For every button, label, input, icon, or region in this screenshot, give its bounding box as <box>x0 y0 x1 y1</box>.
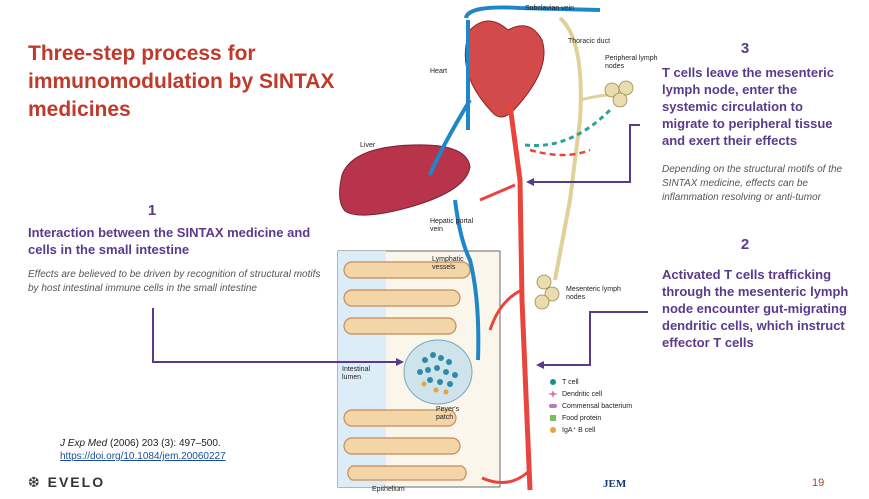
step-1-description: Effects are believed to be driven by rec… <box>28 269 321 294</box>
step-3-heading: T cells leave the mesenteric lymph node,… <box>662 65 834 148</box>
step-1-heading: Interaction between the SINTAX medicine … <box>28 225 311 257</box>
callout-step-1 <box>152 308 400 363</box>
peyers-patch-cells <box>417 352 458 387</box>
step-3-number: 3 <box>740 40 750 57</box>
label-lymphatic-vessels: Lymphatic vessels <box>432 256 464 271</box>
label-intestinal-lumen: Intestinal lumen <box>342 366 371 381</box>
label-hepatic-portal-vein: Hepatic portal vein <box>430 218 474 233</box>
callout-step-2 <box>540 311 648 366</box>
source-label: JEM <box>603 478 627 490</box>
intestinal-villi <box>343 261 471 481</box>
peyers-patch-shape <box>403 339 473 405</box>
dendritic-cell-icon <box>548 390 558 398</box>
label-mesenteric-lymph-nodes: Mesenteric lymph nodes <box>566 286 621 301</box>
label-peyers-patch: Peyer's patch <box>436 406 460 421</box>
mesenteric-lymph-nodes-shape <box>534 274 560 310</box>
logo-mark-icon: ❆ <box>28 474 42 490</box>
legend-item-iga-b-cell: IgA⁺ B cell <box>548 424 632 436</box>
citation: J Exp Med (2006) 203 (3): 497–500. https… <box>60 437 226 463</box>
legend-item-commensal-bacterium: Commensal bacterium <box>548 400 632 412</box>
label-subclavian-vein: Subclavian vein <box>525 5 575 12</box>
step-3-description: Depending on the structural motifs of th… <box>662 164 843 203</box>
label-heart: Heart <box>430 68 448 75</box>
bacterium-icon <box>548 402 558 410</box>
citation-journal: J Exp Med <box>60 438 108 449</box>
step-1-number: 1 <box>147 202 157 219</box>
arrowhead-step-1 <box>396 358 404 366</box>
label-thoracic-duct: Thoracic duct <box>568 38 611 45</box>
artery-branch-gut <box>488 288 523 331</box>
citation-details: (2006) 203 (3): 497–500. <box>110 438 221 449</box>
dashed-return-route <box>529 148 591 157</box>
label-epithelium: Epithelium <box>372 486 405 493</box>
t-cell-icon <box>548 378 558 386</box>
diagram-legend: T cell Dendritic cell Commensal bacteriu… <box>548 376 632 436</box>
label-liver: Liver <box>360 142 376 149</box>
callout-step-3 <box>530 124 640 183</box>
b-cell-icon <box>548 426 558 434</box>
step-2-number: 2 <box>740 236 750 253</box>
blue-veins <box>428 5 601 361</box>
label-peripheral-lymph-nodes: Peripheral lymph nodes <box>605 55 658 70</box>
peripheral-lymph-nodes-shape <box>604 80 634 108</box>
heart-shape <box>464 20 545 118</box>
page-number: 19 <box>812 477 825 489</box>
arrowhead-step-2 <box>536 361 544 369</box>
food-protein-icon <box>548 414 558 422</box>
step-2-heading: Activated T cells trafficking through th… <box>662 267 849 350</box>
citation-doi-link[interactable]: https://doi.org/10.1084/jem.20060227 <box>60 451 226 462</box>
slide-title: Three-step process for immunomodulation … <box>28 42 335 121</box>
thoracic-duct <box>553 16 583 281</box>
evelo-logo: ❆ EVELO <box>28 474 106 490</box>
artery-branch-lower <box>481 468 532 484</box>
legend-item-food-protein: Food protein <box>548 412 632 424</box>
artery-branch-liver <box>479 183 516 202</box>
liver-shape <box>339 144 471 216</box>
t-cell-route-peripheral <box>524 108 612 148</box>
legend-item-dendritic-cell: Dendritic cell <box>548 388 632 400</box>
red-artery <box>507 104 533 491</box>
legend-item-t-cell: T cell <box>548 376 632 388</box>
arrowhead-step-3 <box>526 178 534 186</box>
callout-lines <box>152 124 648 366</box>
